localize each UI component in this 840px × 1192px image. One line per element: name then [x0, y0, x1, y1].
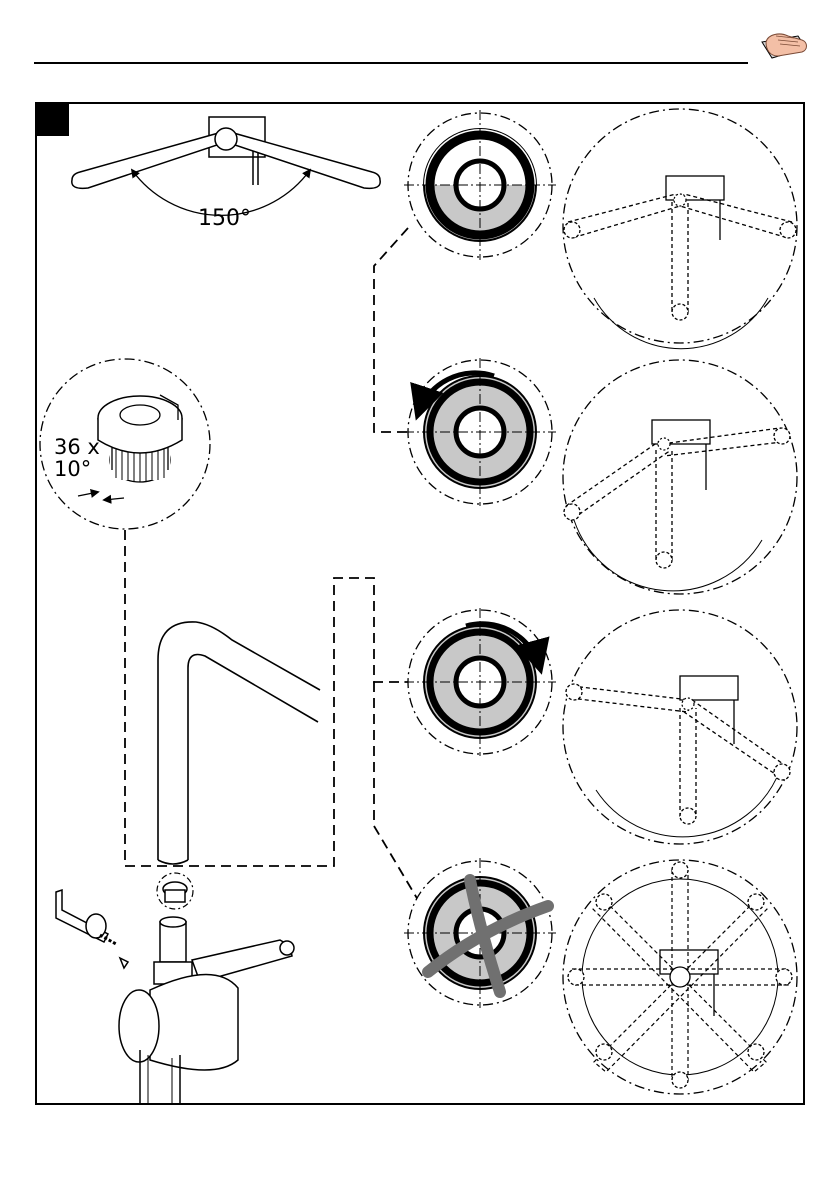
adjustment-ring-detail: 36 x 10° — [40, 359, 210, 529]
adjust-step-label: 10° — [54, 457, 91, 481]
ring-position-1 — [404, 110, 556, 260]
ring-position-4 — [404, 858, 556, 1008]
spout-view-3 — [563, 610, 797, 844]
spout-view-2 — [563, 360, 797, 594]
swivel-angle-view: 150° — [72, 117, 380, 231]
ring-position-3 — [404, 608, 556, 756]
connector-lines — [125, 228, 418, 900]
adjust-count-label: 36 x — [54, 435, 100, 459]
assembly-view — [119, 873, 294, 1105]
spout-view-1 — [563, 109, 797, 349]
ring-position-2 — [404, 358, 556, 506]
allen-key-icon — [56, 890, 128, 968]
angle-label: 150° — [198, 206, 251, 231]
spout-body — [158, 622, 320, 864]
spout-view-4 — [563, 860, 797, 1094]
